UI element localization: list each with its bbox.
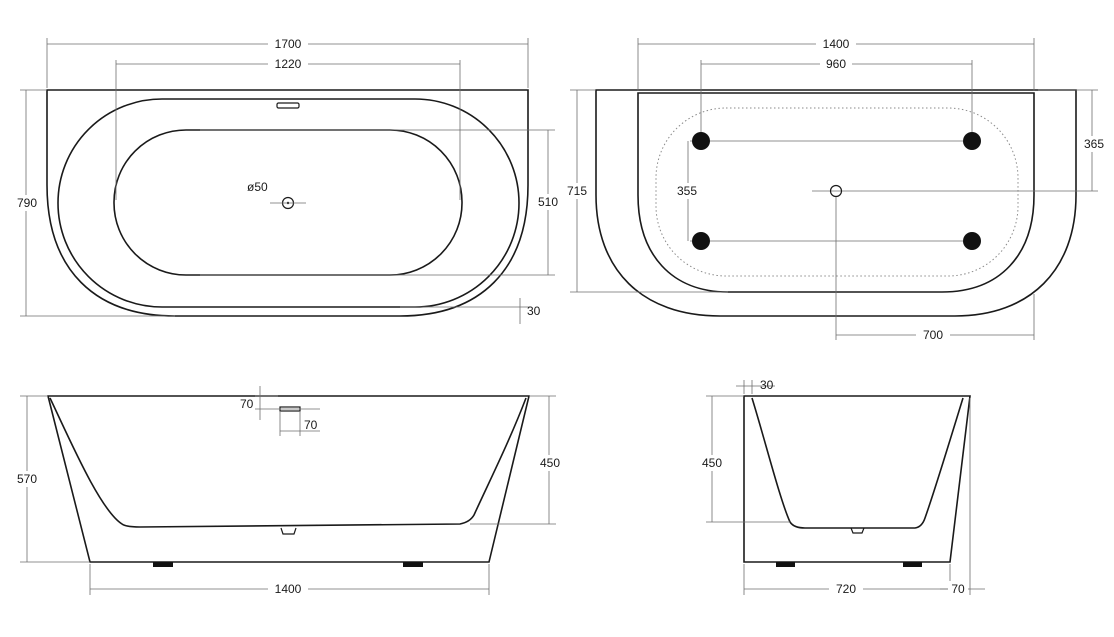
dimension-450-front: 450 xyxy=(470,395,564,525)
dimension-450-side: 450 xyxy=(699,395,790,523)
top-view-rim xyxy=(57,98,520,308)
side-view-outer-outline xyxy=(743,395,971,563)
dim-label-1220: 1220 xyxy=(275,57,302,71)
front-view-inner-basin xyxy=(49,397,527,528)
bottom-drain-circle xyxy=(829,184,843,198)
dim-label-450-side: 450 xyxy=(702,456,722,470)
dimension-570: 570 xyxy=(13,395,90,563)
dim-label-715: 715 xyxy=(567,184,587,198)
dim-label-790: 790 xyxy=(17,196,37,210)
dim-label-450-front: 450 xyxy=(540,456,560,470)
dim-label-70-overflow-drop: 70 xyxy=(240,397,254,411)
front-view-outer-outline xyxy=(46,395,531,563)
top-view: 1700 1220 790 510 xyxy=(13,36,563,324)
dimension-1220: 1220 xyxy=(115,56,461,200)
dim-label-1400-bottom: 1400 xyxy=(823,37,850,51)
dimension-715: 715 xyxy=(564,89,728,293)
foot-bottom-left xyxy=(692,232,710,250)
top-view-outer-outline xyxy=(46,89,529,317)
side-foot-right xyxy=(903,562,922,567)
bottom-view-footprint-dotted xyxy=(655,107,1019,277)
bottom-view-base-outline xyxy=(637,92,1035,293)
dimension-1400-bottom: 1400 xyxy=(637,36,1035,91)
dimension-1700: 1700 xyxy=(46,36,529,88)
side-foot-left xyxy=(776,562,795,567)
dimension-365: 365 xyxy=(1038,89,1109,191)
dimension-960: 960 xyxy=(700,56,973,132)
dimension-70-overflow-width: 70 xyxy=(279,412,320,436)
overflow-slot xyxy=(276,102,300,109)
dim-label-70-side: 70 xyxy=(951,582,965,596)
side-drain-notch xyxy=(850,527,865,534)
foot-top-left xyxy=(692,132,710,150)
dim-label-1700: 1700 xyxy=(275,37,302,51)
dim-label-960: 960 xyxy=(826,57,846,71)
front-foot-right xyxy=(403,562,423,567)
front-foot-left xyxy=(153,562,173,567)
dim-label-1400-front: 1400 xyxy=(275,582,302,596)
dimension-70-side: 70 xyxy=(940,398,985,597)
front-drain-notch xyxy=(280,527,297,535)
foot-bottom-right xyxy=(963,232,981,250)
foot-top-right xyxy=(963,132,981,150)
dim-label-70-overflow-width: 70 xyxy=(304,418,318,432)
side-view-inner-basin xyxy=(751,397,964,529)
dim-label-510: 510 xyxy=(538,195,558,209)
dimension-30-top: 30 xyxy=(400,298,541,324)
side-view: 30 450 720 70 xyxy=(699,378,985,597)
dim-label-30-top: 30 xyxy=(527,304,541,318)
dimension-70-overflow-drop: 70 xyxy=(240,386,320,420)
dim-label-365: 365 xyxy=(1084,137,1104,151)
dimension-510: 510 xyxy=(200,129,563,276)
bottom-view: 1400 960 715 355 365 xyxy=(564,36,1109,343)
dim-label-30-side: 30 xyxy=(760,378,774,392)
dimension-30-side: 30 xyxy=(736,378,775,394)
dim-label-720: 720 xyxy=(836,582,856,596)
dim-label-700-bottom: 700 xyxy=(923,328,943,342)
dimension-790: 790 xyxy=(13,89,175,317)
bottom-view-outer-outline xyxy=(595,89,1077,317)
dimension-700-bottom: 700 xyxy=(835,197,1035,343)
dim-label-355: 355 xyxy=(677,184,697,198)
dimension-1400-front: 1400 xyxy=(89,564,490,597)
dimension-355: 355 xyxy=(673,141,701,241)
front-view: 70 70 570 450 xyxy=(13,386,564,597)
dim-label-drain-diameter: ø50 xyxy=(247,180,268,194)
dim-label-570: 570 xyxy=(17,472,37,486)
dimension-720: 720 xyxy=(743,564,951,597)
